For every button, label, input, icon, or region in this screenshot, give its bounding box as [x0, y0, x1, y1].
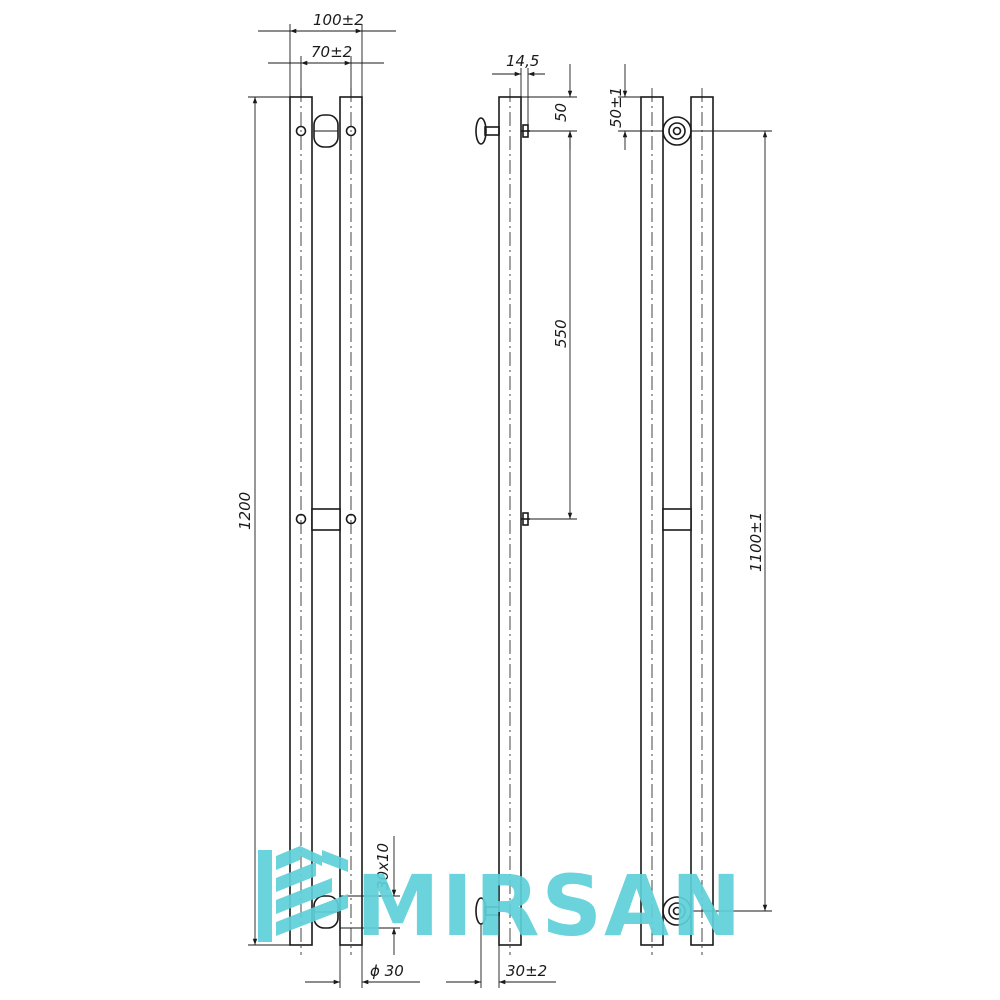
middle-bolt: [521, 512, 530, 526]
screw-icon: [295, 513, 307, 525]
dim-width-inner: 70±2: [311, 43, 352, 61]
dim-connection-spacing: 1100±1: [747, 512, 765, 572]
screw-icon: [345, 125, 357, 137]
brand-wordmark: MIRSAN: [356, 857, 743, 955]
brand-logo-icon: [258, 846, 348, 942]
dim-bracket-spacing: 550: [552, 319, 570, 348]
screw-icon: [345, 513, 357, 525]
top-connector: [313, 114, 339, 148]
front-view: 100±2 70±2 1200 30x10 ϕ 30: [236, 11, 420, 988]
dim-wall-offset: 14,5: [506, 52, 539, 70]
rear-middle-bracket: [662, 508, 692, 531]
dim-mount-depth: 30±2: [506, 962, 547, 980]
dim-bracket-diameter: ϕ 30: [370, 962, 404, 980]
top-connection-ring: [662, 116, 692, 146]
middle-bracket: [311, 508, 341, 531]
dim-top-offset: 50: [552, 103, 570, 122]
screw-icon: [295, 125, 307, 137]
top-knob: [475, 117, 530, 145]
brand-watermark: MIRSAN: [258, 846, 743, 955]
dim-height-total: 1200: [236, 492, 254, 530]
dim-pipe-profile: 30x10: [374, 843, 392, 890]
side-view: 14,5 50 550 30±2: [446, 52, 577, 988]
dim-width-outer: 100±2: [313, 11, 364, 29]
dim-top-offset-tol: 50±1: [607, 87, 625, 128]
rear-view: 50±1 1100±1: [607, 64, 772, 955]
